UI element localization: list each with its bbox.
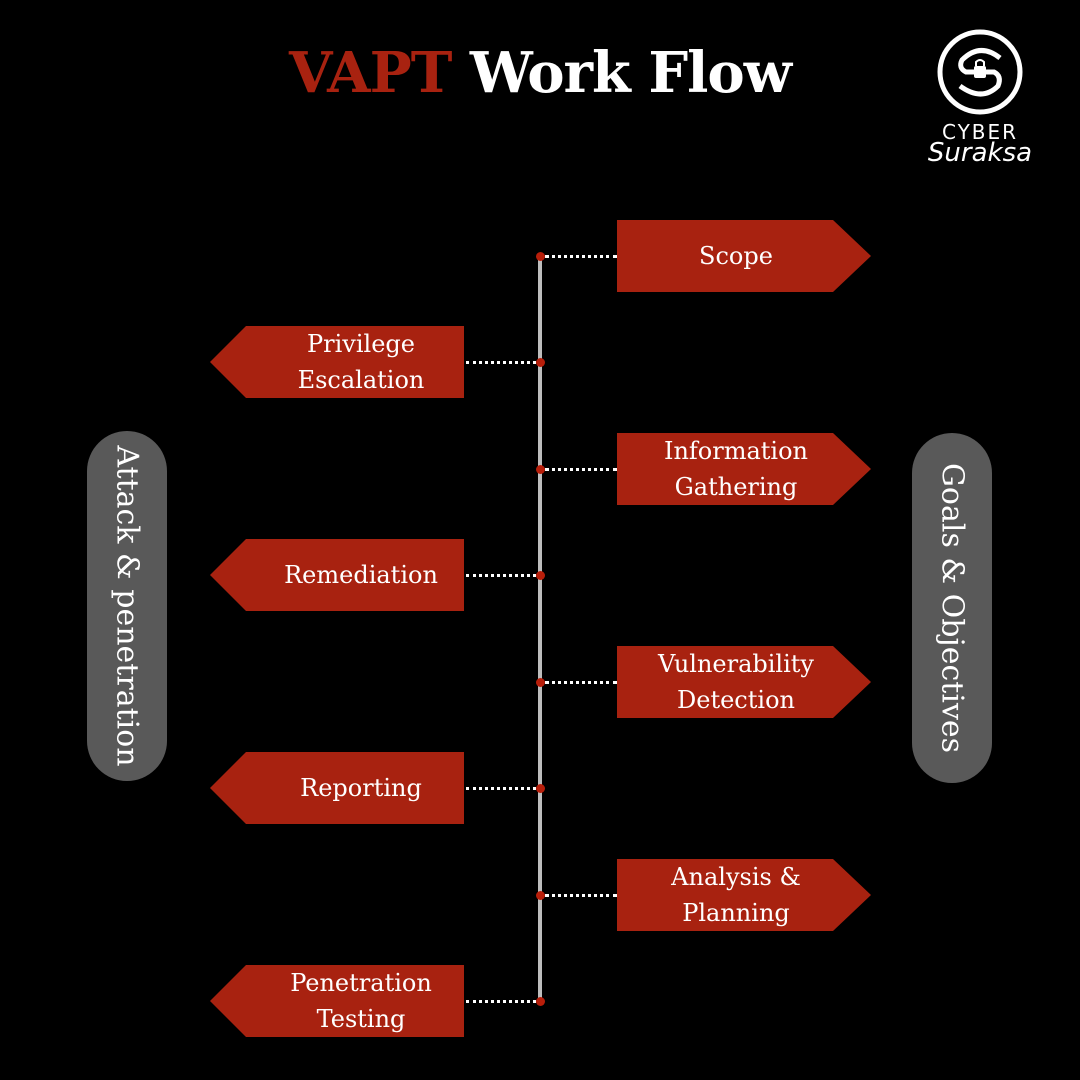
- step-remediation: Remediation: [210, 539, 464, 611]
- step-label-line: Penetration: [290, 969, 432, 997]
- step-label-line: Privilege: [307, 330, 415, 358]
- logo-line-suraksa: Suraksa: [927, 138, 1033, 168]
- lock-shield-icon: [937, 29, 1023, 115]
- step-label-line: Analysis &: [671, 863, 801, 891]
- connector-dot-information-gathering: [536, 465, 545, 474]
- step-label-line: Reporting: [300, 774, 422, 802]
- side-label-left: Attack & penetration: [87, 431, 167, 781]
- step-reporting: Reporting: [210, 752, 464, 824]
- connector-line-scope: [545, 255, 617, 258]
- connector-line-vulnerability-detection: [545, 681, 617, 684]
- step-label-line: Gathering: [674, 473, 798, 501]
- step-label-line: Information: [663, 437, 809, 465]
- cyber-suraksa-logo: CYBER Suraksa: [900, 28, 1050, 168]
- step-scope: Scope: [617, 220, 871, 292]
- connector-dot-vulnerability-detection: [536, 678, 545, 687]
- connector-dot-reporting: [536, 784, 545, 793]
- connector-line-information-gathering: [545, 468, 617, 471]
- title-rest: Work Flow: [469, 40, 792, 106]
- side-label-right: Goals & Objectives: [912, 433, 992, 783]
- connector-line-privilege-escalation: [466, 361, 536, 364]
- connector-dot-penetration-testing: [536, 997, 545, 1006]
- step-label-line: Vulnerability: [658, 650, 814, 678]
- step-label-line: Testing: [316, 1005, 406, 1033]
- step-label-line: Remediation: [284, 561, 438, 589]
- step-label-line: Detection: [677, 686, 795, 714]
- logo-line-cyber: CYBER: [941, 120, 1019, 144]
- connector-dot-analysis-planning: [536, 891, 545, 900]
- connector-line-analysis-planning: [545, 894, 617, 897]
- page-title: VAPT Work Flow: [0, 40, 1080, 106]
- title-accent: VAPT: [289, 40, 452, 106]
- connector-line-remediation: [466, 574, 536, 577]
- connector-dot-privilege-escalation: [536, 358, 545, 367]
- side-label-left-text: Attack & penetration: [109, 445, 145, 767]
- connector-line-penetration-testing: [466, 1000, 536, 1003]
- step-analysis-planning: Analysis & Planning: [617, 859, 871, 931]
- side-label-right-text: Goals & Objectives: [934, 462, 970, 754]
- connector-dot-scope: [536, 252, 545, 261]
- connector-dot-remediation: [536, 571, 545, 580]
- timeline-spine: [538, 256, 542, 1002]
- step-label-line: Escalation: [297, 366, 425, 394]
- connector-line-reporting: [466, 787, 536, 790]
- step-label-line: Planning: [682, 899, 790, 927]
- step-label-line: Scope: [699, 242, 773, 270]
